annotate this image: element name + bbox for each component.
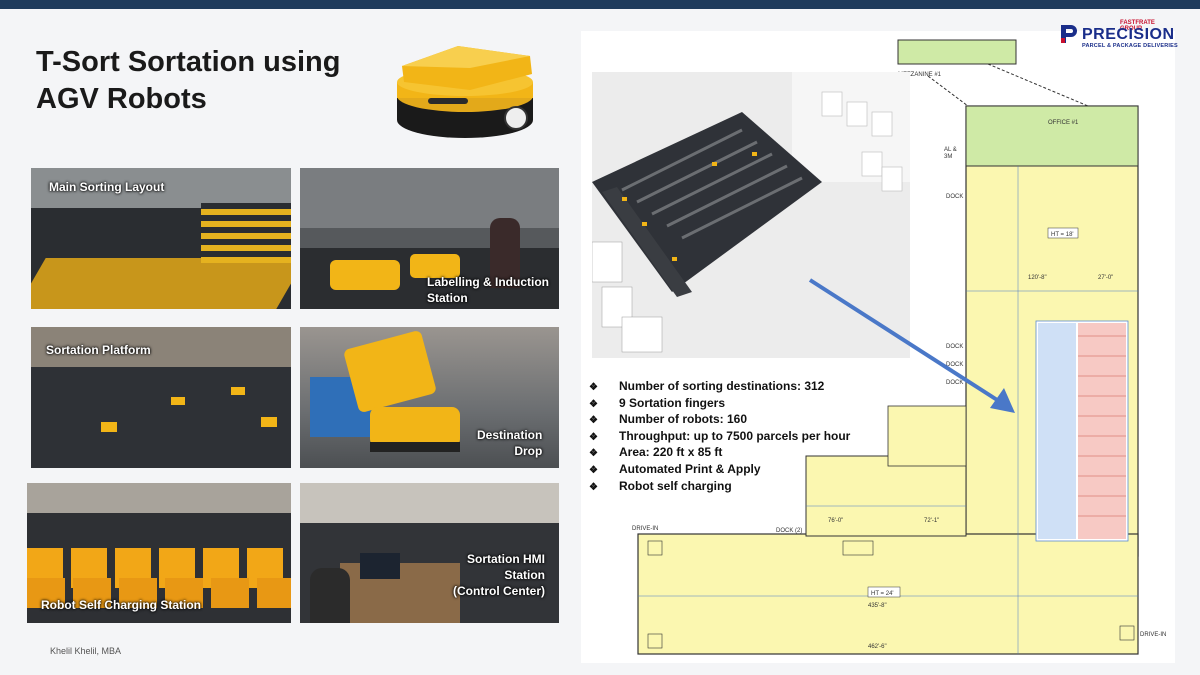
photo-label: Sortation Platform xyxy=(46,343,151,357)
svg-text:DOCK: DOCK xyxy=(946,380,963,386)
logo-mark-icon xyxy=(1061,25,1077,43)
svg-text:DOCK: DOCK xyxy=(946,344,963,350)
svg-text:DOCK: DOCK xyxy=(946,194,963,200)
pointer-arrow xyxy=(808,278,1015,413)
spec-item: ❖9 Sortation fingers xyxy=(589,395,850,412)
diamond-bullet-icon: ❖ xyxy=(589,398,598,410)
title-line-1: T-Sort Sortation using xyxy=(36,46,341,78)
svg-text:DOCK (2): DOCK (2) xyxy=(776,528,802,534)
photo-hmi-station: Sortation HMI Station (Control Center) xyxy=(300,483,559,623)
photo-destination-drop: Destination Drop xyxy=(300,327,559,468)
photo-label: Labelling & Induction Station xyxy=(427,275,549,305)
title-line-2: AGV Robots xyxy=(36,83,207,115)
photo-sortation-platform: Sortation Platform xyxy=(31,327,291,468)
header-bar xyxy=(0,0,1200,9)
diamond-bullet-icon: ❖ xyxy=(589,382,598,393)
spec-item: ❖Number of sorting destinations: 312 xyxy=(589,378,850,395)
svg-text:120'-8": 120'-8" xyxy=(1028,275,1047,281)
floorplan-drawing: MEZZANINE #1 OFFICE #1 AL & 3M HT = 18' … xyxy=(632,39,1166,655)
svg-text:DRIVE-IN: DRIVE-IN xyxy=(1140,632,1166,638)
spec-item: ❖Robot self charging xyxy=(589,478,850,495)
office-label: OFFICE #1 xyxy=(1048,120,1079,126)
svg-text:462'-6": 462'-6" xyxy=(868,644,887,650)
photo-label: Main Sorting Layout xyxy=(49,180,165,194)
photo-main-sorting-layout: Main Sorting Layout xyxy=(31,168,291,309)
diamond-bullet-icon: ❖ xyxy=(589,464,598,476)
spec-item: ❖Automated Print & Apply xyxy=(589,461,850,478)
spec-item: ❖Throughput: up to 7500 parcels per hour xyxy=(589,428,850,445)
spec-item: ❖Area: 220 ft x 85 ft xyxy=(589,444,850,461)
svg-text:27'-0": 27'-0" xyxy=(1098,275,1113,281)
diamond-bullet-icon: ❖ xyxy=(589,415,598,427)
photo-label: Sortation HMI Station (Control Center) xyxy=(453,552,545,598)
precision-logo: FASTFRATE GROUP PRECISION PARCEL & PACKA… xyxy=(1058,20,1178,50)
mezzanine-label: MEZZANINE #1 xyxy=(898,72,942,78)
spec-item: ❖Number of robots: 160 xyxy=(589,411,850,428)
photo-robot-charging: Robot Self Charging Station xyxy=(27,483,291,623)
author-credit: Khelil Khelil, MBA xyxy=(50,646,122,656)
svg-text:DRIVE-IN: DRIVE-IN xyxy=(632,526,658,532)
svg-text:76'-0": 76'-0" xyxy=(828,518,843,524)
agv-robot-image xyxy=(397,46,533,138)
diamond-bullet-icon: ❖ xyxy=(589,448,598,460)
svg-text:AL &: AL & xyxy=(944,147,957,153)
svg-text:DOCK: DOCK xyxy=(946,362,963,368)
diamond-bullet-icon: ❖ xyxy=(589,481,598,493)
svg-text:3M: 3M xyxy=(944,154,952,160)
svg-text:HT = 18': HT = 18' xyxy=(1051,232,1074,238)
page-title: T-Sort Sortation using AGV Robots xyxy=(36,44,366,118)
diamond-bullet-icon: ❖ xyxy=(589,431,598,443)
photo-label: Destination Drop xyxy=(477,428,543,458)
svg-text:435'-8": 435'-8" xyxy=(868,603,887,609)
photo-labelling-induction: Labelling & Induction Station xyxy=(300,168,559,309)
svg-text:72'-1": 72'-1" xyxy=(924,518,939,524)
photo-label: Robot Self Charging Station xyxy=(41,598,201,612)
specs-list: ❖Number of sorting destinations: 312 ❖9 … xyxy=(589,378,850,494)
svg-text:HT = 24': HT = 24' xyxy=(871,591,894,597)
